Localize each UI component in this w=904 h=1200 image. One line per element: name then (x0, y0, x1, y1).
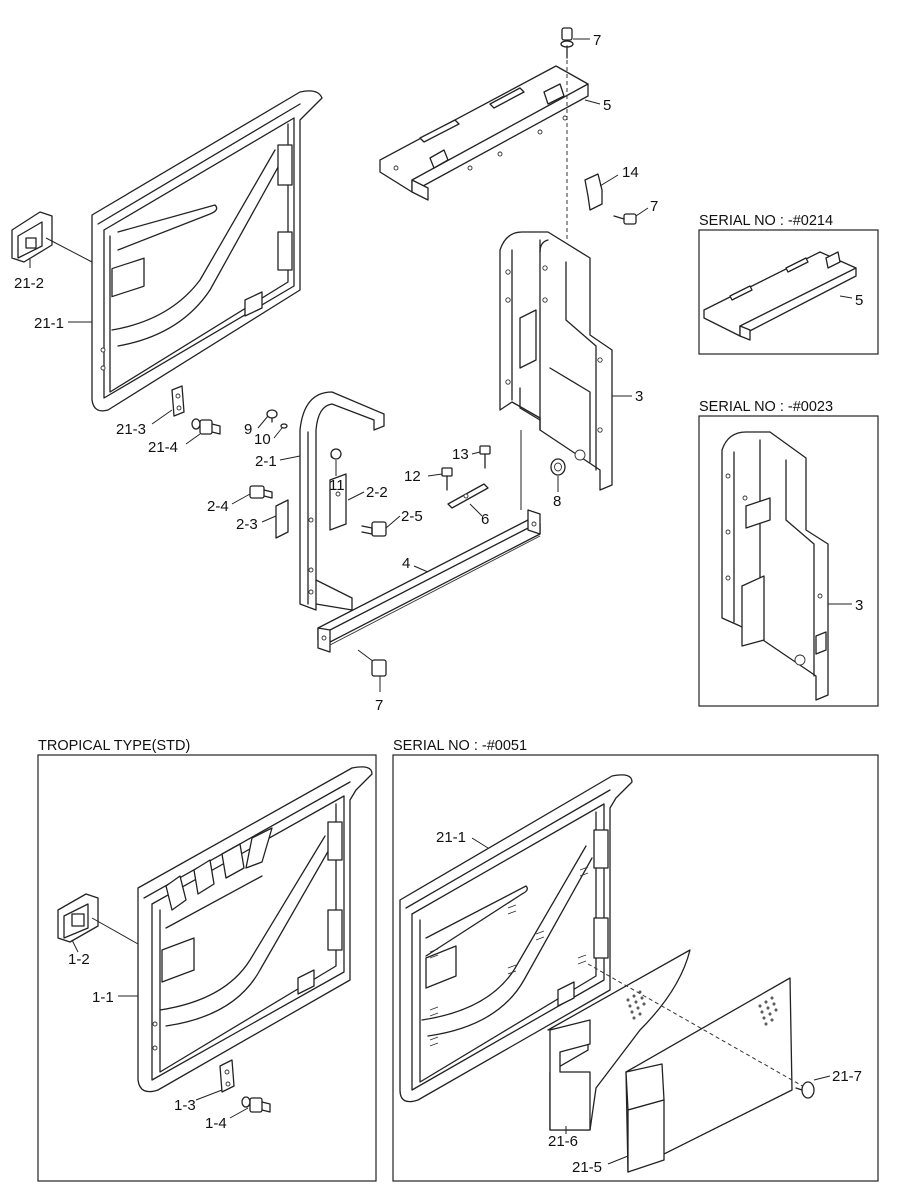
bolt-7-mid (613, 213, 637, 225)
label-part-6: 6 (481, 511, 489, 528)
label-part-1-1: 1-1 (92, 989, 114, 1006)
label-part-21-2: 21-2 (14, 275, 44, 292)
leader-lines (29, 38, 853, 1165)
label-part-12: 12 (404, 468, 421, 485)
bolt-7-top (560, 27, 574, 240)
bolt-21-4 (191, 418, 221, 435)
label-part-14: 14 (622, 164, 639, 181)
label-part-4: 4 (402, 555, 410, 572)
label-inset-part-3: 3 (855, 597, 863, 614)
label-part-8: 8 (553, 493, 561, 510)
label-sub-part-21-5: 21-5 (572, 1159, 602, 1176)
grommet-8 (550, 458, 566, 476)
lever-6 (447, 483, 489, 509)
pillar-3 (499, 231, 613, 510)
label-part-21-4: 21-4 (148, 439, 178, 456)
bracket-5 (379, 65, 589, 201)
label-sub-part-21-1: 21-1 (436, 829, 466, 846)
label-part-2-1: 2-1 (255, 453, 277, 470)
label-part-7-mid: 7 (650, 198, 658, 215)
label-part-5: 5 (603, 97, 611, 114)
nut-11 (330, 448, 342, 460)
label-sub-part-21-7: 21-7 (832, 1068, 862, 1085)
label-part-9: 9 (244, 421, 252, 438)
caption-serial-0023: SERIAL NO : -#0023 (699, 399, 833, 415)
label-part-21-3: 21-3 (116, 421, 146, 438)
label-part-1-2: 1-2 (68, 951, 90, 968)
caption-serial-0214: SERIAL NO : -#0214 (699, 213, 833, 229)
label-part-2-2: 2-2 (366, 484, 388, 501)
bolt-9 (266, 409, 278, 423)
label-part-1-4: 1-4 (205, 1115, 227, 1132)
tropical-type-box (37, 754, 377, 1182)
label-part-2-4: 2-4 (207, 498, 229, 515)
inset-serial-0023 (698, 415, 879, 707)
caption-serial-0051: SERIAL NO : -#0051 (393, 738, 527, 754)
inset-serial-0214 (698, 229, 879, 355)
label-part-3: 3 (635, 388, 643, 405)
door-panel-21-1 (91, 90, 323, 412)
hinge-2-3 (275, 499, 289, 539)
label-part-21-1: 21-1 (34, 315, 64, 332)
label-inset-part-5: 5 (855, 292, 863, 309)
bolt-2-4 (249, 485, 273, 499)
label-part-1-3: 1-3 (174, 1097, 196, 1114)
label-part-7-bottom: 7 (375, 697, 383, 714)
label-sub-part-21-6: 21-6 (548, 1133, 578, 1150)
hinge-21-3 (171, 385, 185, 417)
label-part-13: 13 (452, 446, 469, 463)
bolt-12 (441, 467, 453, 491)
crossbar-4 (317, 509, 541, 653)
bolt-13 (479, 445, 491, 469)
washer-10 (280, 423, 288, 429)
label-part-10: 10 (254, 431, 271, 448)
frame-2-1 (299, 391, 385, 611)
caption-tropical-type: TROPICAL TYPE(STD) (38, 738, 190, 754)
label-part-7-top: 7 (593, 32, 601, 49)
label-part-2-5: 2-5 (401, 508, 423, 525)
label-part-11: 11 (329, 477, 345, 494)
bolt-7-bottom (357, 649, 387, 677)
bolt-2-5 (361, 521, 387, 537)
latch-21-2 (11, 211, 93, 263)
plate-14 (584, 173, 603, 211)
serial-0051-box (392, 754, 879, 1182)
label-part-2-3: 2-3 (236, 516, 258, 533)
